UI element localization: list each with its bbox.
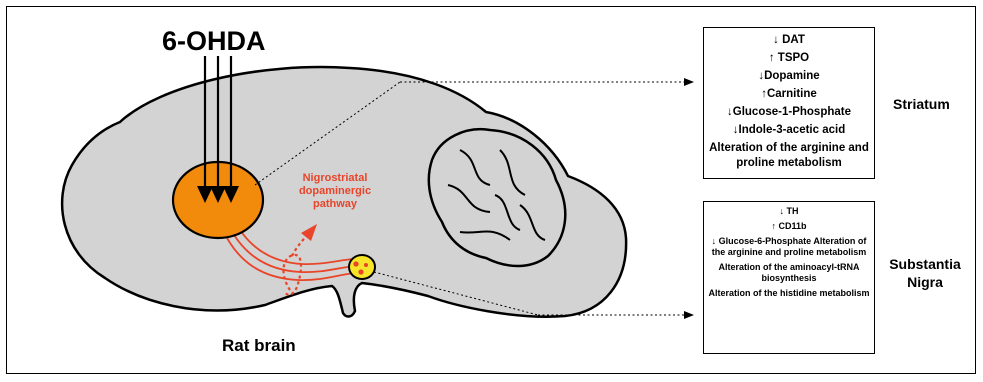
pathway-label: Nigrostriatal dopaminergic pathway <box>283 172 387 211</box>
pathway-label-line: Nigrostriatal <box>283 172 387 185</box>
finding-item: Alteration of the histidine metabolism <box>704 288 874 299</box>
finding-item: ↓ Glucose-6-Phosphate Alteration of the … <box>704 236 874 258</box>
sn-dot <box>358 269 363 274</box>
finding-item: ↓Indole-3-acetic acid <box>704 121 874 139</box>
brain-label: Rat brain <box>222 336 296 356</box>
striatum-findings-box: ↓ DAT ↑ TSPO ↓Dopamine ↑Carnitine ↓Gluco… <box>703 27 875 179</box>
sn-dot <box>364 263 368 267</box>
finding-item: ↓Dopamine <box>704 67 874 85</box>
striatum-label: Striatum <box>893 95 950 113</box>
finding-item: Alteration of the aminoacyl-tRNA biosynt… <box>704 262 874 284</box>
finding-item: ↑ CD11b <box>704 221 874 232</box>
substantia-nigra-region <box>349 255 375 279</box>
finding-item: ↓Glucose-1-Phosphate <box>704 103 874 121</box>
finding-item: Alteration of the arginine and proline m… <box>704 141 874 171</box>
substantia-nigra-label: Substantia Nigra <box>880 255 970 291</box>
finding-item: ↓ DAT <box>704 31 874 49</box>
leader-arrowhead <box>684 78 694 86</box>
sn-dot <box>353 261 358 266</box>
finding-item: ↓ TH <box>704 206 874 217</box>
finding-item: ↑Carnitine <box>704 85 874 103</box>
leader-arrowhead <box>684 311 694 319</box>
pathway-label-line: dopaminergic <box>283 185 387 198</box>
finding-item: ↑ TSPO <box>704 49 874 67</box>
pathway-label-line: pathway <box>283 198 387 211</box>
substantia-nigra-findings-box: ↓ TH ↑ CD11b ↓ Glucose-6-Phosphate Alter… <box>703 201 875 354</box>
toxin-label: 6-OHDA <box>162 26 266 57</box>
